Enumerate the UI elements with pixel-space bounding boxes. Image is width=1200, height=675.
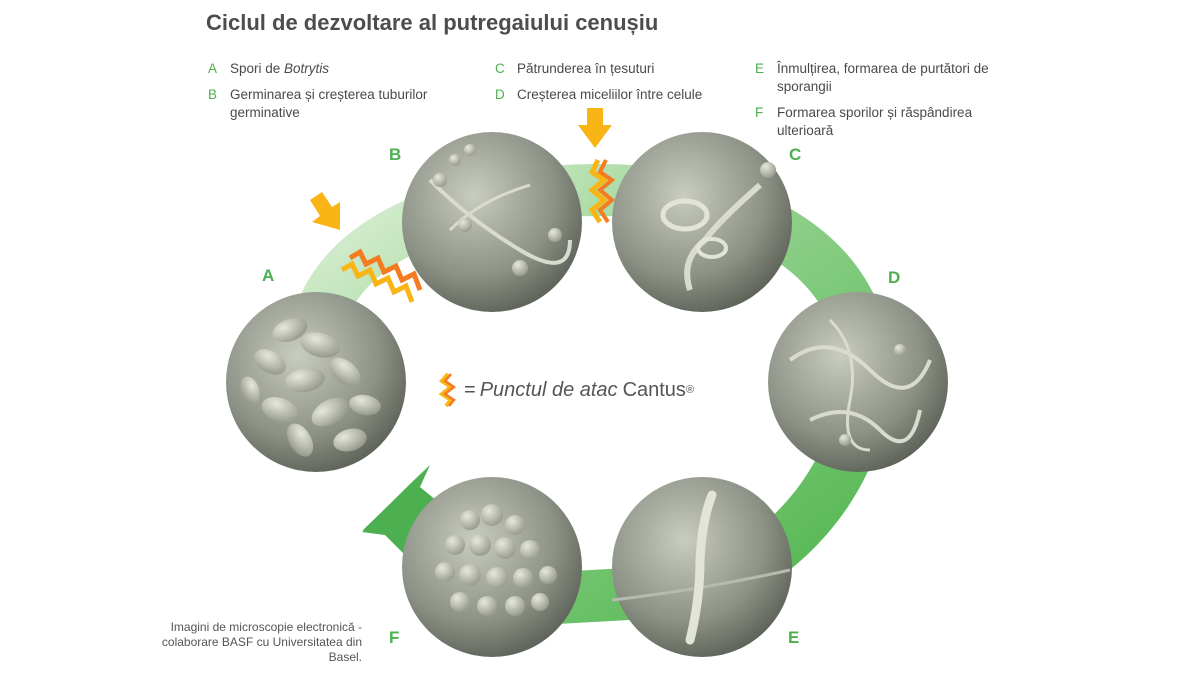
legend-column-2: C Pătrunderea în țesuturi D Creșterea mi… bbox=[495, 60, 735, 112]
yellow-down-arrow-icon bbox=[310, 192, 340, 230]
zigzag-attack-icon bbox=[438, 372, 456, 408]
image-credit: Imagini de microscopie electronică - col… bbox=[161, 620, 362, 664]
legend-column-3: E Înmulțirea, formarea de purtători de s… bbox=[755, 60, 1015, 148]
legend-text: Formarea sporilor și răspândirea ulterio… bbox=[777, 105, 973, 138]
legend-text: Spori de Botrytis bbox=[230, 61, 330, 76]
legend-text: Creșterea miceliilor între celule bbox=[517, 87, 703, 102]
legend-letter: D bbox=[495, 87, 505, 102]
legend-letter: B bbox=[208, 87, 218, 102]
micrograph-d bbox=[768, 292, 948, 472]
micrograph-a bbox=[226, 292, 406, 472]
legend-letter: C bbox=[495, 61, 505, 76]
stage-label-b: B bbox=[389, 145, 402, 164]
key-registered-mark: ® bbox=[685, 384, 695, 396]
legend-item-f: F Formarea sporilor și răspândirea ulter… bbox=[755, 104, 1015, 140]
stage-label-f: F bbox=[389, 628, 400, 647]
stage-label-d: D bbox=[888, 268, 901, 287]
legend-text: Înmulțirea, formarea de purtători de spo… bbox=[777, 61, 989, 94]
zigzag-attack-icon bbox=[588, 158, 616, 224]
legend-letter: E bbox=[755, 61, 765, 76]
legend-letter: A bbox=[208, 61, 218, 76]
zigzag-attack-icon bbox=[340, 248, 423, 303]
attack-point-key: = Punctul de atac Cantus® bbox=[438, 372, 694, 408]
legend-item-d: D Creșterea miceliilor între celule bbox=[495, 86, 735, 104]
legend-item-e: E Înmulțirea, formarea de purtători de s… bbox=[755, 60, 1015, 96]
page-title: Ciclul de dezvoltare al putregaiului cen… bbox=[206, 10, 659, 35]
micrograph-b bbox=[402, 132, 582, 312]
stage-label-a: A bbox=[262, 266, 275, 285]
legend-letter: F bbox=[755, 105, 764, 120]
legend-column-1: A Spori de Botrytis B Germinarea și creș… bbox=[208, 60, 468, 130]
micrograph-e bbox=[611, 477, 792, 657]
legend-text: Germinarea și creșterea tuburilor germin… bbox=[230, 87, 428, 120]
micrograph-f bbox=[402, 477, 582, 657]
stage-label-c: C bbox=[789, 145, 802, 164]
legend-item-a: A Spori de Botrytis bbox=[208, 60, 468, 78]
key-equals: = bbox=[464, 378, 476, 401]
legend-item-b: B Germinarea și creșterea tuburilor germ… bbox=[208, 86, 468, 122]
micrograph-c bbox=[612, 132, 792, 312]
key-product: Cantus bbox=[622, 378, 686, 401]
yellow-down-arrow-icon bbox=[578, 108, 612, 148]
stage-label-e: E bbox=[788, 628, 800, 647]
legend-item-c: C Pătrunderea în țesuturi bbox=[495, 60, 735, 78]
key-phrase: Punctul de atac bbox=[479, 378, 618, 401]
legend-text: Pătrunderea în țesuturi bbox=[517, 61, 655, 76]
